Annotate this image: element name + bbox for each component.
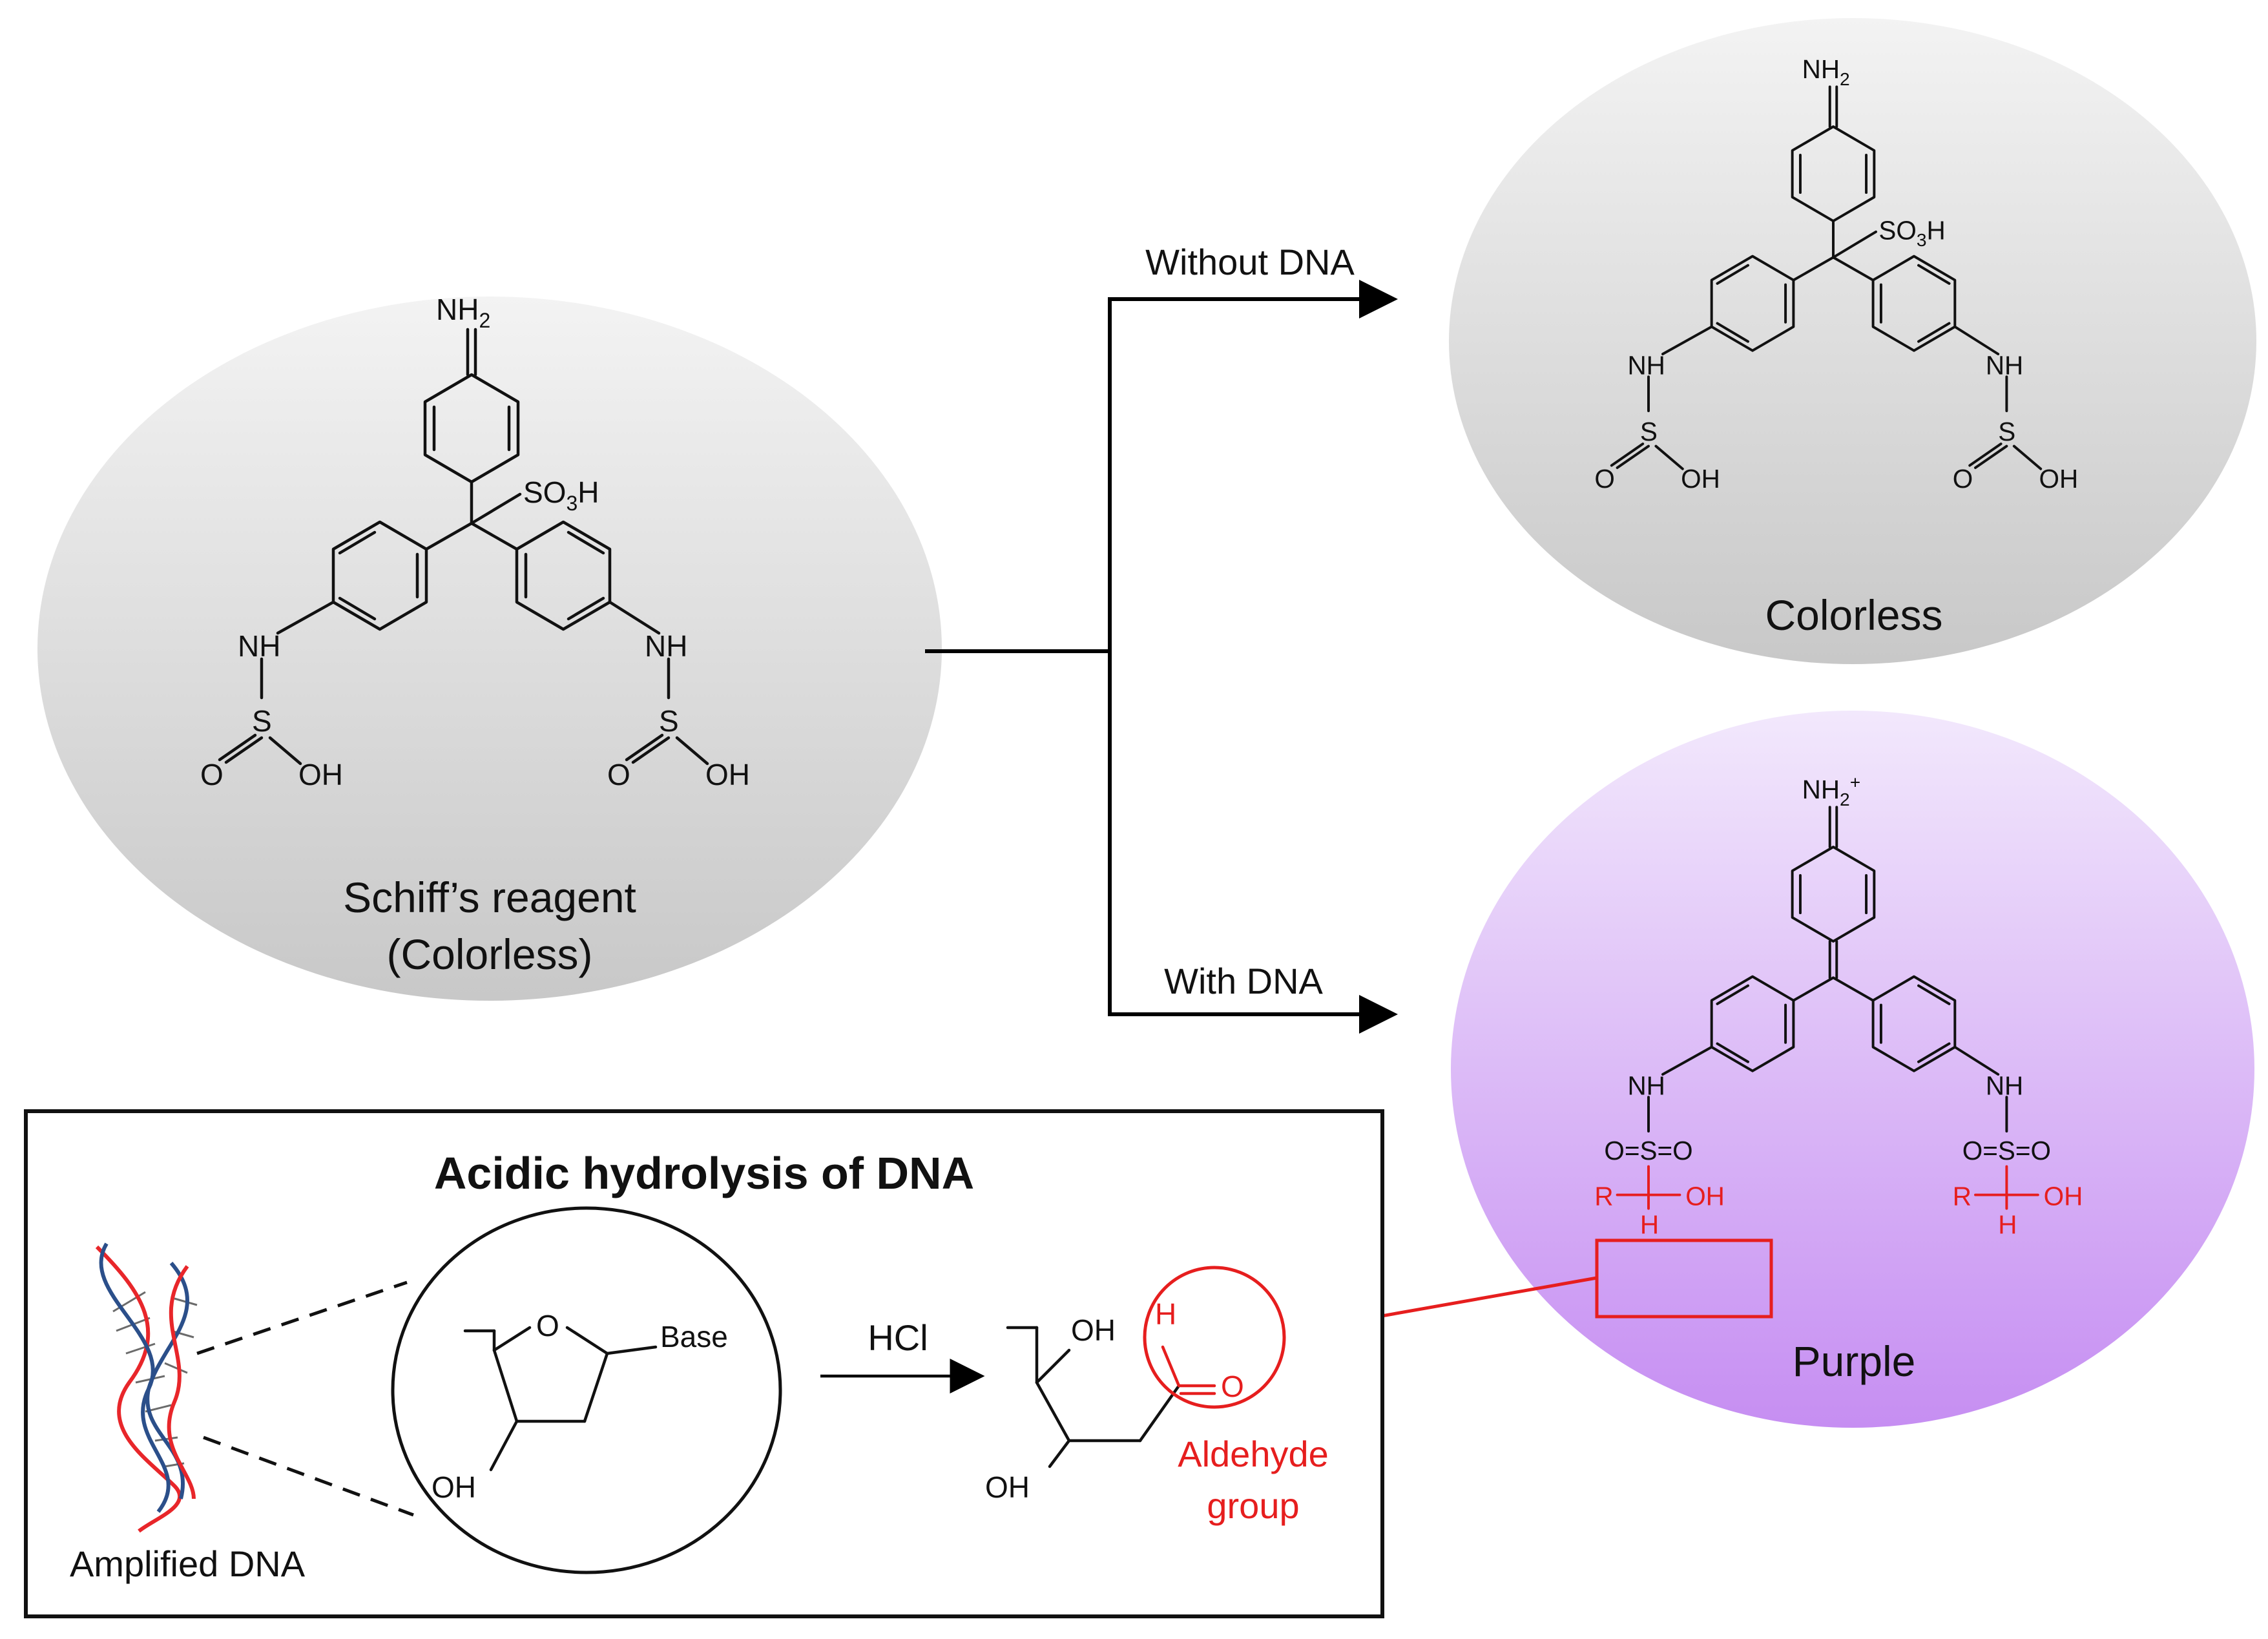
amplified-dna-label: Amplified DNA bbox=[70, 1543, 306, 1584]
reagent-nh2: NH bbox=[436, 293, 479, 326]
svg-text:SO3H: SO3H bbox=[1878, 215, 1945, 250]
purple-r-left: R bbox=[1594, 1181, 1613, 1211]
purple-sulfonyl-left: O=S=O bbox=[1604, 1136, 1692, 1165]
branch-with-dna: With DNA bbox=[1164, 961, 1323, 1001]
reagent-o-right: O bbox=[607, 758, 630, 791]
colorless-label: Colorless bbox=[1765, 591, 1942, 639]
colorless-s-right: S bbox=[1998, 417, 2015, 446]
reagent-ellipse bbox=[37, 297, 942, 1001]
hydrolysis-panel bbox=[24, 1109, 1384, 1618]
deoxyribose-circle bbox=[391, 1206, 782, 1574]
aldehyde-label-2: group bbox=[1207, 1485, 1299, 1526]
reagent-oh-left: OH bbox=[298, 758, 343, 791]
reaction-branches bbox=[925, 280, 1398, 1034]
reagent-nh-right: NH bbox=[645, 629, 687, 663]
colorless-o-left: O bbox=[1594, 464, 1614, 494]
colorless-nh2: NH bbox=[1802, 54, 1840, 84]
aldehyde-o: O bbox=[1221, 1370, 1244, 1403]
purple-oh-right: OH bbox=[2044, 1181, 2083, 1211]
zoom-line-top bbox=[196, 1280, 408, 1355]
reagent-s-left: S bbox=[252, 704, 272, 738]
ring-oh: OH bbox=[432, 1470, 476, 1504]
ring-o: O bbox=[536, 1309, 559, 1342]
colorless-s-left: S bbox=[1640, 417, 1658, 446]
purple-r-right: R bbox=[1953, 1181, 1971, 1211]
svg-text:NH2+: NH2+ bbox=[1802, 772, 1861, 809]
purple-oh-left: OH bbox=[1685, 1181, 1725, 1211]
aldehyde-highlight-circle bbox=[1143, 1266, 1286, 1409]
colorless-molecule: NH2 SO3H NH S O OH NH S O OH bbox=[1594, 54, 2078, 494]
branch-without-dna: Without DNA bbox=[1145, 242, 1355, 282]
hydrolysis-title: Acidic hydrolysis of DNA bbox=[434, 1148, 974, 1198]
dna-helix-icon bbox=[95, 1242, 198, 1533]
colorless-so3h: SO bbox=[1878, 215, 1916, 245]
svg-text:SO3H: SO3H bbox=[523, 475, 599, 515]
purple-nh2: NH bbox=[1802, 775, 1840, 804]
purple-sulfonyl-right: O=S=O bbox=[1962, 1136, 2051, 1165]
purple-ellipse bbox=[1451, 711, 2254, 1428]
svg-text:NH2: NH2 bbox=[436, 293, 490, 332]
purple-molecule: NH2+ NH NH O=S=O O=S=O R OH H R OH H bbox=[1594, 772, 2083, 1239]
reagent-s-right: S bbox=[659, 704, 679, 738]
colorless-nh-left: NH bbox=[1627, 351, 1665, 381]
purple-nh-right: NH bbox=[1986, 1071, 2023, 1101]
aldehyde-label-1: Aldehyde bbox=[1178, 1434, 1329, 1474]
ring-base: Base bbox=[660, 1320, 728, 1353]
purple-h-left: H bbox=[1640, 1209, 1659, 1239]
deoxyribose-ring bbox=[463, 1326, 658, 1472]
reagent-so3h: SO bbox=[523, 475, 566, 509]
colorless-o-right: O bbox=[1953, 464, 1973, 494]
open-chain-sugar bbox=[1006, 1326, 1216, 1468]
colorless-oh-right: OH bbox=[2039, 464, 2079, 494]
product-oh-top: OH bbox=[1071, 1313, 1116, 1347]
product-oh-bottom: OH bbox=[985, 1470, 1030, 1504]
reagent-o-left: O bbox=[200, 758, 224, 791]
reagent-nh-left: NH bbox=[238, 629, 280, 663]
reagent-oh-right: OH bbox=[705, 758, 750, 791]
colorless-oh-left: OH bbox=[1681, 464, 1720, 494]
purple-h-right: H bbox=[1998, 1209, 2017, 1239]
purple-nh-left: NH bbox=[1627, 1071, 1665, 1101]
hcl-label: HCl bbox=[868, 1317, 928, 1358]
svg-text:NH2: NH2 bbox=[1802, 54, 1850, 89]
reagent-state: (Colorless) bbox=[386, 930, 592, 978]
reagent-molecule: NH2 SO3H NH S O OH NH S O OH bbox=[200, 293, 750, 791]
colorless-nh-right: NH bbox=[1986, 351, 2023, 381]
reagent-name: Schiff’s reagent bbox=[343, 873, 636, 921]
aldehyde-h: H bbox=[1155, 1297, 1176, 1331]
purple-label: Purple bbox=[1793, 1337, 1916, 1385]
colorless-ellipse bbox=[1449, 18, 2256, 664]
zoom-line-bottom bbox=[203, 1435, 414, 1517]
